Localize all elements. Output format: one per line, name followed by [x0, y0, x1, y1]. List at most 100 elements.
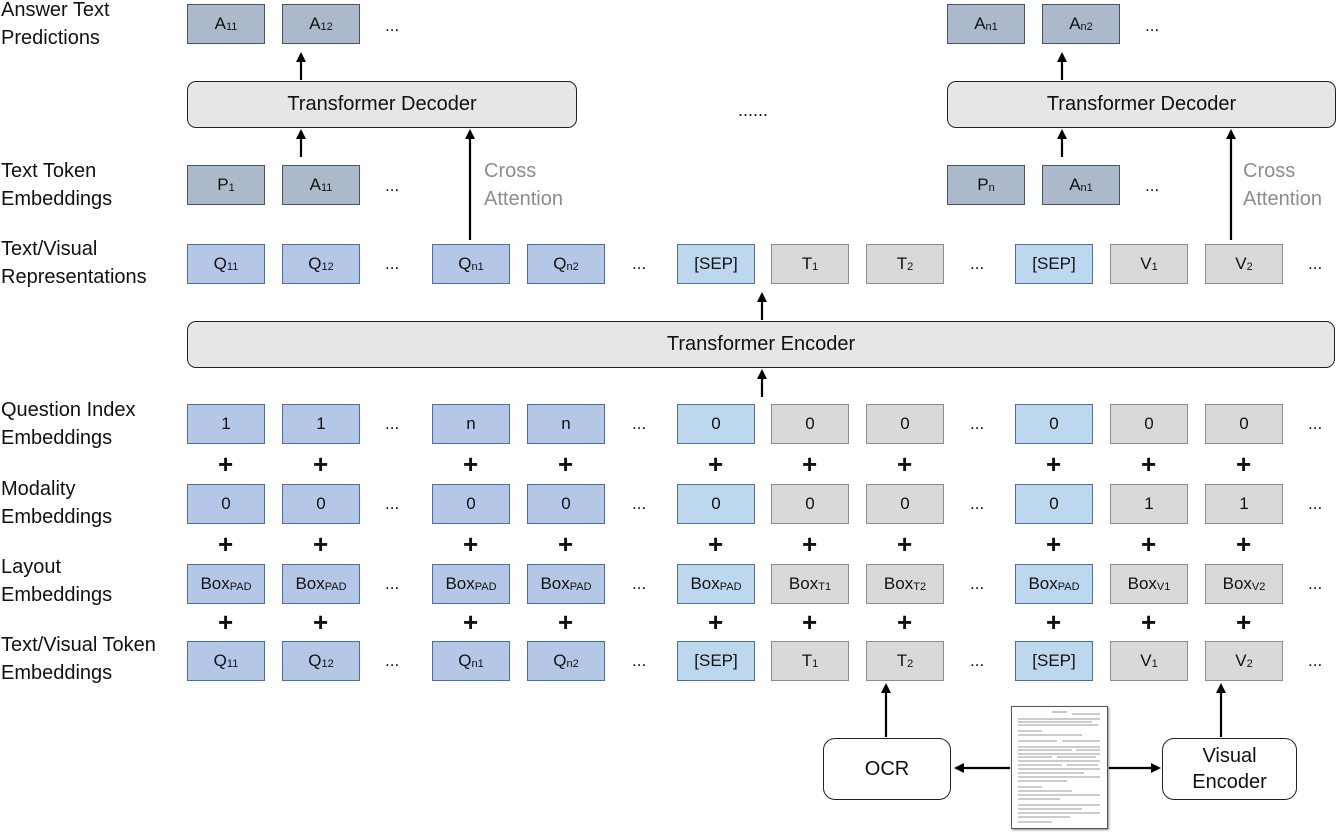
answer-ellipsis: ...	[385, 16, 400, 35]
token-text: 0	[1049, 494, 1059, 513]
layout-ellipsis: ...	[385, 574, 400, 593]
plus-sign: +	[1141, 529, 1157, 559]
plus-sign: +	[463, 529, 479, 559]
token-text: 0	[900, 414, 910, 433]
token-token: [SEP]	[677, 641, 755, 681]
plus-sign: +	[897, 529, 913, 559]
token-text: Box	[295, 574, 325, 593]
token-text: 0	[466, 494, 476, 513]
transformer-encoder: Transformer Encoder	[187, 321, 1335, 368]
plus-sign: +	[558, 607, 574, 637]
label-text-token-embeddings: Text Token Embeddings	[1, 160, 113, 210]
token-ellipsis: ...	[970, 651, 985, 670]
token-subscript: PAD	[719, 581, 742, 593]
label-layout-embeddings: Layout Embeddings	[1, 556, 113, 606]
token-text: [SEP]	[1032, 254, 1076, 273]
token-subscript: 2	[1246, 658, 1253, 670]
plus-sign: +	[463, 449, 479, 479]
token-subscript: n	[988, 182, 995, 194]
token-text: [SEP]	[694, 651, 738, 670]
plus-sign: +	[313, 607, 329, 637]
document-page-icon	[1011, 706, 1108, 829]
representations-ellipsis: ...	[632, 254, 647, 273]
token-subscript: 1	[812, 261, 819, 273]
token-text: 1	[1144, 494, 1154, 513]
token-subscript: 2	[907, 261, 914, 273]
plus-sign: +	[218, 449, 234, 479]
token-subscript: V2	[1251, 581, 1266, 593]
plus-sign: +	[1141, 449, 1157, 479]
representations-token: [SEP]	[1015, 244, 1093, 284]
visual-encoder-block: Visual Encoder	[1162, 738, 1297, 800]
modality-token: 0	[282, 484, 360, 524]
token-text: Q	[458, 254, 472, 273]
plus-sign: +	[708, 607, 724, 637]
token-text: P	[217, 175, 229, 194]
plus-sign: +	[1046, 529, 1062, 559]
token-text: [SEP]	[694, 254, 738, 273]
middle-ellipsis: ......	[738, 100, 769, 120]
modality-token: 0	[527, 484, 605, 524]
token-text: 0	[1239, 414, 1249, 433]
plus-sign: +	[218, 529, 234, 559]
plus-sign: +	[802, 449, 818, 479]
token-text: Box	[200, 574, 230, 593]
plus-sign: +	[708, 529, 724, 559]
plus-sign: +	[313, 529, 329, 559]
token-text: Q	[308, 254, 322, 273]
token-text: 0	[711, 494, 721, 513]
token-text: T	[801, 254, 813, 273]
plus-sign: +	[897, 449, 913, 479]
representations-token: [SEP]	[677, 244, 755, 284]
token-token: [SEP]	[1015, 641, 1093, 681]
token-text: Q	[553, 651, 567, 670]
plus-sign: +	[218, 607, 234, 637]
ocr-block: OCR	[823, 738, 951, 800]
token-subscript: 12	[321, 261, 334, 273]
token-text: 0	[221, 494, 231, 513]
token-subscript: V1	[1156, 581, 1171, 593]
question_index-token: n	[527, 404, 605, 444]
token-subscript: 1	[812, 658, 819, 670]
layout-ellipsis: ...	[1308, 574, 1323, 593]
token-subscript: T2	[913, 581, 927, 593]
label-text-visual-token-embeddings: Text/Visual Token Embeddings	[1, 634, 156, 684]
token-subscript: 2	[907, 658, 914, 670]
token-text: 0	[711, 414, 721, 433]
token-subscript: 11	[320, 182, 333, 194]
token-text: 0	[1144, 414, 1154, 433]
modality-token: 1	[1110, 484, 1188, 524]
modality-token: 0	[771, 484, 849, 524]
token-subscript: T1	[818, 581, 832, 593]
token-subscript: 11	[226, 658, 239, 670]
token-subscript: 11	[226, 261, 239, 273]
plus-sign: +	[708, 449, 724, 479]
modality-ellipsis: ...	[632, 494, 647, 513]
token-text: 0	[316, 494, 326, 513]
token-subscript: n2	[566, 658, 579, 670]
token-text: Box	[540, 574, 570, 593]
plus-sign: +	[558, 529, 574, 559]
plus-sign: +	[558, 449, 574, 479]
transformer-decoder-left: Transformer Decoder	[187, 81, 577, 128]
token-subscript: PAD	[474, 581, 497, 593]
token-subscript: PAD	[569, 581, 592, 593]
token-text: n	[466, 414, 476, 433]
